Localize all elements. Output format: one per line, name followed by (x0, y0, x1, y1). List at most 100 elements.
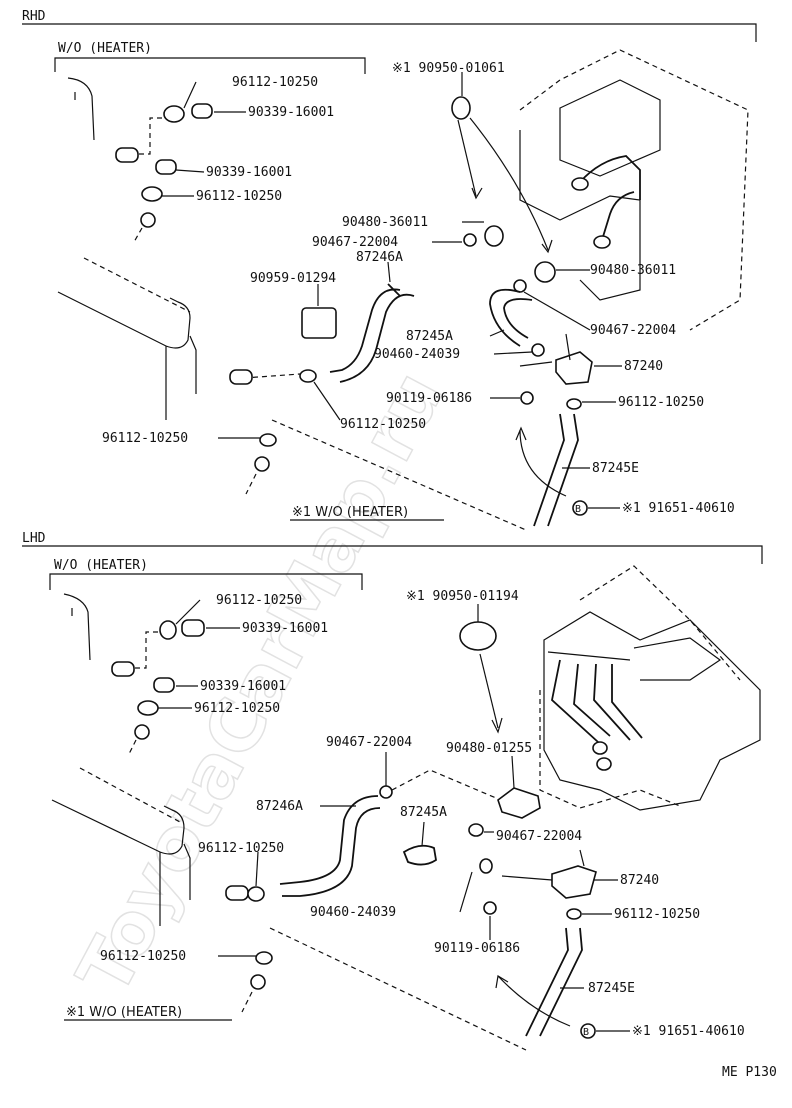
lhd-hose-87246a (279, 795, 381, 897)
rhd-note: ※1 W/O (HEATER) (292, 505, 408, 520)
lhd-bolt-icon (483, 901, 497, 915)
lhd-valve-87240-icon (551, 865, 597, 899)
lhd-wo-heater-label: W/O (HEATER) (54, 558, 148, 573)
rhd-ref-b-circle (572, 500, 588, 516)
rhd-clamp-2-icon (141, 186, 163, 202)
rhd-grommet-arrows (457, 117, 549, 251)
rhd-callout-c11: 90467-22004 (590, 323, 676, 338)
lhd-heater-unit-outline (539, 565, 741, 809)
rhd-hose-87246a-edge (339, 293, 415, 383)
lhd-callout-c19: ※1 91651-40610 (632, 1024, 745, 1039)
lhd-callout-c12: 87240 (620, 873, 659, 888)
lhd-hose-arrow-head (495, 975, 509, 989)
rhd-hose-end-icon (115, 147, 139, 163)
lhd-callout-c6: 90467-22004 (326, 735, 412, 750)
lhd-leader-7 (511, 755, 515, 789)
rhd-pipe-end-2-icon (593, 235, 611, 249)
lhd-heater-body (543, 611, 761, 811)
lhd-clamp-icon (159, 620, 177, 640)
lhd-bracket (22, 545, 763, 564)
lhd-callout-c18: B (583, 1027, 589, 1038)
lhd-grommet-arrow (479, 653, 499, 729)
lhd-callout-c16: 96112-10250 (100, 949, 186, 964)
rhd-callout-c7: 90467-22004 (312, 235, 398, 250)
rhd-engine-fragment (67, 77, 95, 141)
lhd-callout-c13: 90460-24039 (310, 905, 396, 920)
rhd-clip-icon (531, 343, 545, 357)
lhd-arrow-head (491, 717, 503, 734)
lhd-clip-icon (479, 858, 493, 874)
lhd-section: LHD W/O (HEATER) (22, 531, 763, 1051)
rhd-callout-c5: ※1 90950-01061 (392, 61, 505, 76)
rhd-heater-core (559, 79, 661, 177)
lhd-hose-arrow (497, 975, 571, 1027)
rhd-leader-1 (183, 81, 197, 109)
rhd-callout-c9: 90959-01294 (250, 271, 336, 286)
rhd-leader-17 (313, 381, 341, 421)
rhd-callout-c18: 96112-10250 (102, 431, 188, 446)
rhd-leader-12 (489, 329, 505, 337)
lhd-hose-87245a (402, 844, 437, 866)
rhd-callout-c13: 90460-24039 (374, 347, 460, 362)
lhd-engine-edge (79, 767, 181, 823)
lhd-callout-c8: 87246A (256, 799, 303, 814)
lhd-plug-icon (181, 619, 205, 637)
lhd-leader-dash (126, 631, 160, 669)
lhd-engine-fragment (63, 593, 91, 661)
lhd-leader-1 (175, 599, 201, 625)
rhd-callout-c17: 96112-10250 (340, 417, 426, 432)
rhd-engine-edge (83, 257, 191, 313)
rhd-heater-unit-outline (519, 49, 749, 331)
rhd-leader-13 (493, 351, 533, 355)
lhd-wo-heater-bracket (49, 573, 363, 590)
rhd-callout-c1: 96112-10250 (232, 75, 318, 90)
rhd-callout-c15: 90119-06186 (386, 391, 472, 406)
lhd-callout-c1: 96112-10250 (216, 593, 302, 608)
rhd-section: RHD W/O (HEATER) (22, 9, 757, 531)
rhd-heater-pipes (579, 155, 641, 241)
rhd-grommet-icon (451, 96, 471, 120)
rhd-plug-2-icon (155, 159, 177, 175)
lhd-hose-end-2-icon (134, 724, 150, 740)
lhd-hose-end-3-icon (225, 885, 249, 901)
lhd-dash-3 (391, 769, 497, 799)
lhd-grommet-2-icon (497, 787, 541, 819)
lhd-leader-13 (459, 871, 473, 913)
rhd-valve-87240-icon (555, 351, 593, 385)
rhd-bracket-90959-icon (301, 307, 337, 339)
lhd-callout-c4: 96112-10250 (194, 701, 280, 716)
rhd-pipe-end-icon (571, 177, 589, 191)
rhd-clamp-5-icon (299, 369, 317, 383)
lhd-boundary-dash (269, 927, 527, 1051)
lhd-hose-87245e (525, 927, 583, 1037)
rhd-callout-c4: 96112-10250 (196, 189, 282, 204)
lhd-callout-c2: 90339-16001 (242, 621, 328, 636)
rhd-hose-end-2-icon (140, 212, 156, 228)
rhd-clamp-3-icon (463, 233, 477, 247)
lhd-grommet-icon (459, 621, 497, 651)
rhd-hose-end-4-icon (254, 456, 270, 472)
lhd-leader-11 (255, 851, 259, 887)
lhd-callout-c11: 96112-10250 (198, 841, 284, 856)
rhd-grommet-2-icon (484, 225, 504, 247)
lhd-engine-block (51, 799, 191, 926)
lhd-leader-9 (421, 821, 425, 847)
lhd-hose-end-icon (111, 661, 135, 677)
lhd-clamp-3-icon (379, 785, 393, 799)
rhd-callout-c16: 96112-10250 (618, 395, 704, 410)
rhd-hose-87246a (329, 283, 401, 373)
page-code: ME P130 (722, 1065, 777, 1080)
rhd-hose-end-3-icon (229, 369, 253, 385)
rhd-callout-c3: 90339-16001 (206, 165, 292, 180)
rhd-leader-11 (523, 291, 591, 331)
lhd-ref-b-circle (580, 1023, 596, 1039)
rhd-grommet-3-icon (534, 261, 556, 283)
rhd-callout-c14: 87240 (624, 359, 663, 374)
rhd-clamp-icon (163, 105, 185, 123)
lhd-clamp-6-icon (566, 908, 582, 920)
lhd-note: ※1 W/O (HEATER) (66, 1005, 182, 1020)
rhd-callout-c10: 90480-36011 (590, 263, 676, 278)
rhd-callout-c20: B (575, 504, 581, 515)
lhd-callout-c17: 87245E (588, 981, 635, 996)
